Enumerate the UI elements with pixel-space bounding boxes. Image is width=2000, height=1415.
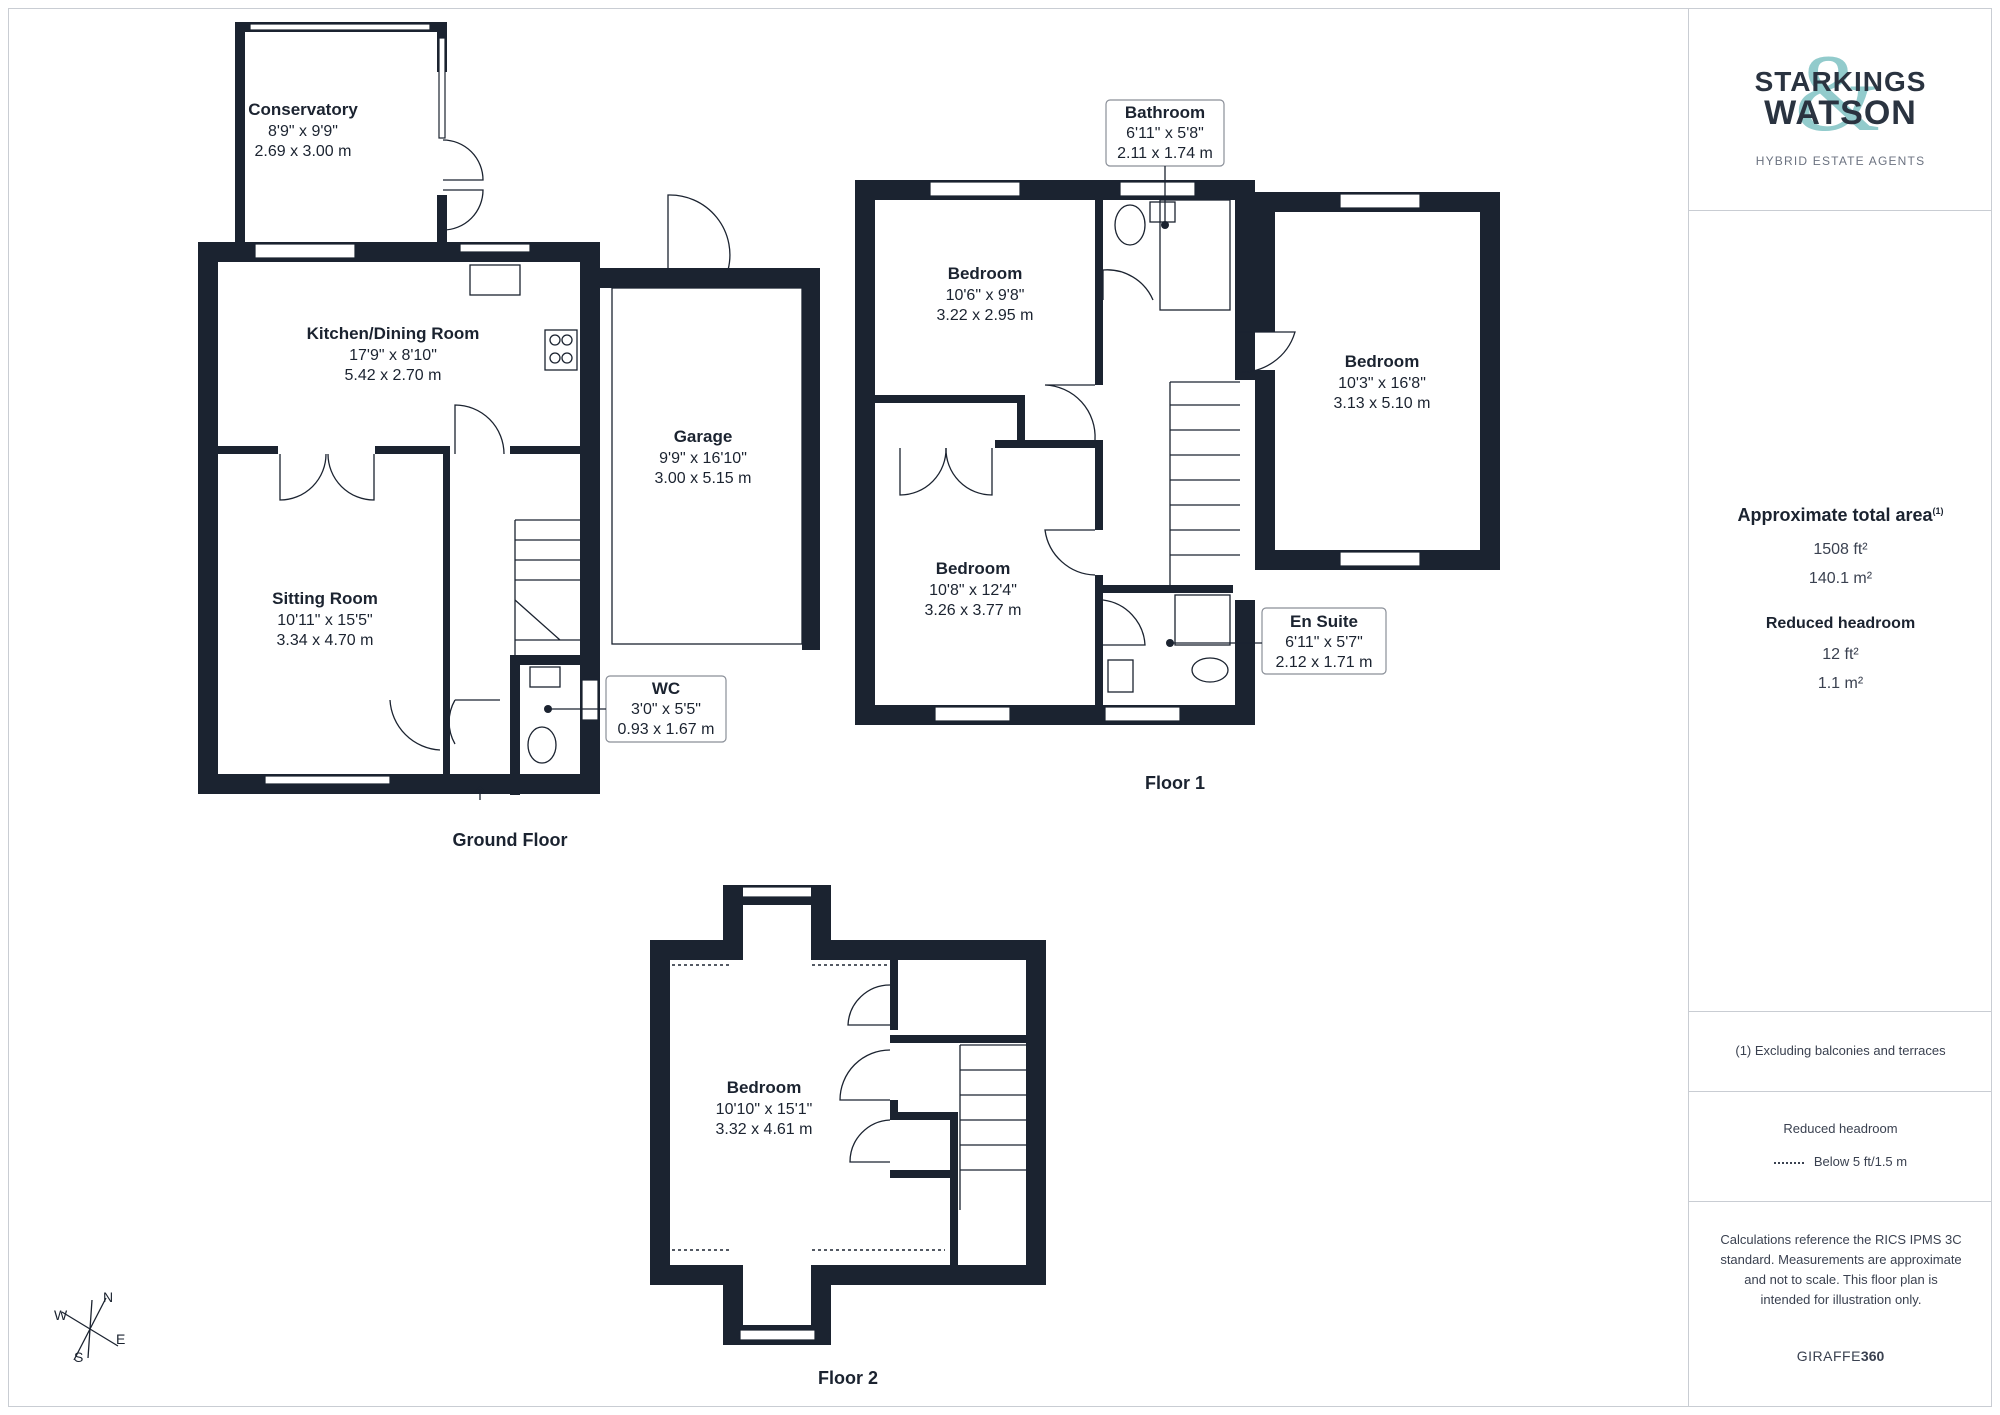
wc-metric: 0.93 x 1.67 m [618, 721, 715, 738]
giraffe360-logo: GIRAFFE360 [1689, 1348, 1992, 1364]
area-m: 140.1 m² [1808, 570, 1873, 587]
legend-title: Reduced headroom [1783, 1121, 1898, 1136]
sitting-room-metric: 3.34 x 4.70 m [277, 632, 374, 649]
reduced-headroom-m: 1.1 m² [1817, 675, 1864, 692]
logo-ampersand: & [1794, 32, 1881, 154]
area-heading: Approximate total area(1) [1689, 505, 1992, 526]
bedroom4-metric: 3.32 x 4.61 m [716, 1121, 813, 1138]
bedroom2-name: Bedroom [1345, 352, 1420, 371]
legend-row: Below 5 ft/1.5 m [1689, 1154, 1992, 1169]
brand-name-line1: STARKINGS [1754, 66, 1927, 97]
brand-logo: & STARKINGS WATSON HYBRID ESTATE AGENTS [1689, 38, 1992, 168]
bathroom-imperial: 6'11" x 5'8" [1126, 125, 1204, 142]
bedroom2-metric: 3.13 x 5.10 m [1334, 395, 1431, 412]
conservatory-imperial: 8'9" x 9'9" [268, 123, 338, 140]
first-floor-label: Floor 1 [1145, 773, 1205, 793]
conservatory-name: Conservatory [248, 100, 358, 119]
logo-text-b: 360 [1860, 1348, 1885, 1364]
bathroom-metric: 2.11 x 1.74 m [1117, 145, 1213, 162]
bedroom3-metric: 3.26 x 3.77 m [925, 602, 1022, 619]
second-floor-plan [650, 885, 1046, 1345]
brand-tagline: HYBRID ESTATE AGENTS [1755, 154, 1926, 168]
dashed-line-icon [1773, 1161, 1804, 1164]
kitchen-name: Kitchen/Dining Room [307, 324, 480, 343]
bedroom1-name: Bedroom [948, 264, 1023, 283]
area-title: Approximate total area [1737, 505, 1933, 525]
legend-label: Below 5 ft/1.5 m [1813, 1154, 1908, 1169]
garage-imperial: 9'9" x 16'10" [659, 450, 747, 467]
ensuite-name: En Suite [1290, 612, 1358, 631]
kitchen-metric: 5.42 x 2.70 m [345, 367, 442, 384]
area-footnote: (1) Excluding balconies and terraces [1735, 1043, 1946, 1058]
compass-east: E [116, 1331, 125, 1347]
ground-floor-label: Ground Floor [453, 830, 568, 850]
info-sidebar: & STARKINGS WATSON HYBRID ESTATE AGENTS … [1688, 8, 1992, 1407]
first-floor-plan [855, 180, 1500, 725]
conservatory-metric: 2.69 x 3.00 m [255, 143, 352, 160]
sidebar-divider [1689, 1201, 1992, 1202]
brand-name-line2: WATSON [1764, 94, 1917, 132]
bedroom4-name: Bedroom [727, 1078, 802, 1097]
bedroom3-imperial: 10'8" x 12'4" [929, 582, 1017, 599]
bedroom2-imperial: 10'3" x 16'8" [1338, 375, 1426, 392]
compass-west: W [54, 1307, 68, 1323]
ground-floor-plan [198, 22, 820, 800]
sitting-room-name: Sitting Room [272, 589, 378, 608]
reduced-headroom-title: Reduced headroom [1765, 615, 1916, 632]
second-floor-label: Floor 2 [818, 1368, 878, 1388]
area-ft: 1508 ft² [1813, 541, 1868, 558]
sitting-room-imperial: 10'11" x 15'5" [277, 612, 372, 629]
ensuite-imperial: 6'11" x 5'7" [1285, 634, 1363, 651]
area-footnote-ref: (1) [1932, 506, 1944, 516]
garage-metric: 3.00 x 5.15 m [655, 470, 752, 487]
wc-imperial: 3'0" x 5'5" [631, 701, 701, 718]
compass-north: N [103, 1289, 113, 1305]
kitchen-imperial: 17'9" x 8'10" [349, 347, 437, 364]
sidebar-divider [1689, 1011, 1992, 1012]
bedroom1-imperial: 10'6" x 9'8" [946, 287, 1025, 304]
bathroom-name: Bathroom [1125, 103, 1205, 122]
compass-south: S [74, 1349, 83, 1365]
bedroom1-metric: 3.22 x 2.95 m [937, 307, 1034, 324]
bedroom4-imperial: 10'10" x 15'1" [716, 1101, 813, 1118]
ensuite-metric: 2.12 x 1.71 m [1276, 654, 1373, 671]
reduced-headroom-ft: 12 ft² [1822, 646, 1859, 663]
sidebar-divider [1689, 210, 1992, 211]
plan-frame [8, 8, 1992, 1407]
logo-text-a: GIRAFFE [1796, 1348, 1861, 1364]
garage-name: Garage [674, 427, 733, 446]
disclaimer: Calculations reference the RICS IPMS 3C … [1720, 1232, 1962, 1307]
ensuite-callout [1261, 607, 1387, 675]
wc-name: WC [652, 679, 680, 698]
bedroom3-name: Bedroom [936, 559, 1011, 578]
sidebar-divider [1689, 1091, 1992, 1092]
compass-icon: N E S W [54, 1289, 125, 1365]
